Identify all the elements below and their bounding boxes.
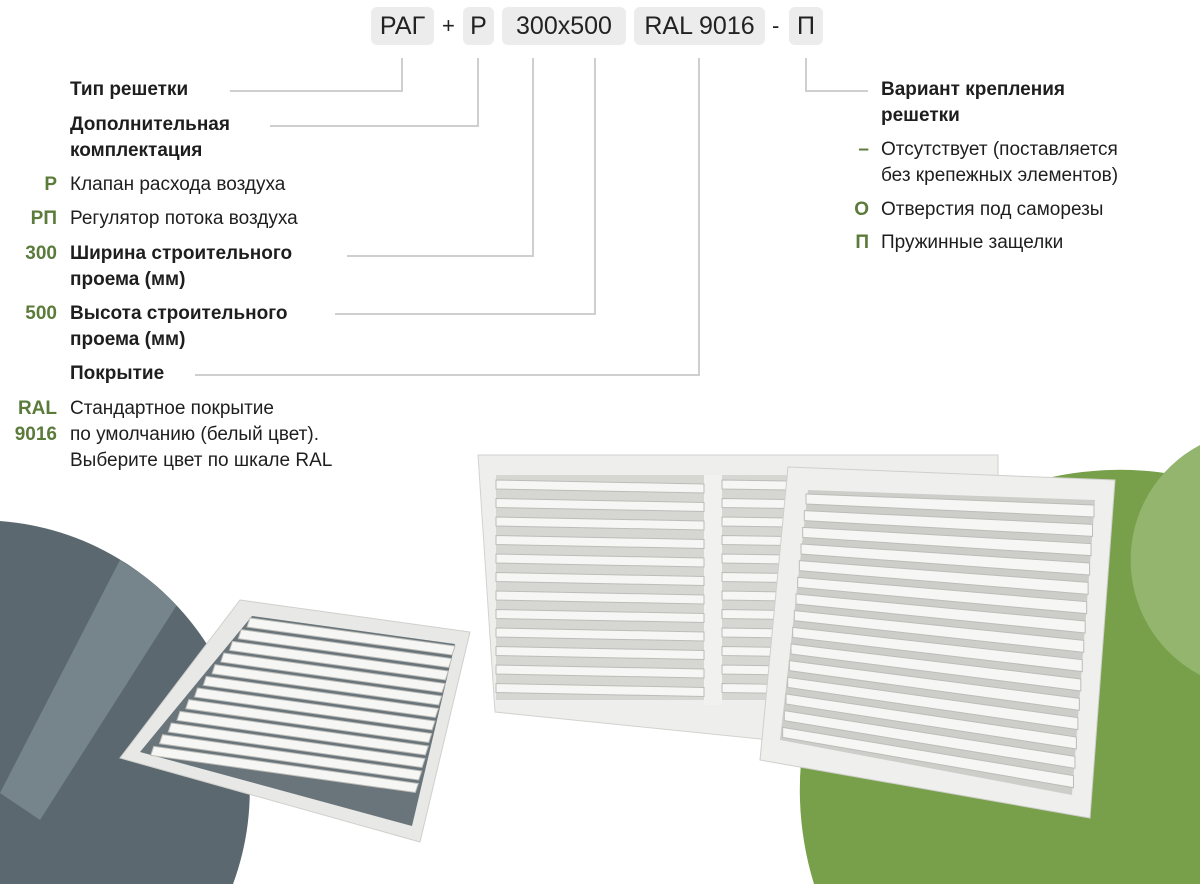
- leader-line: [698, 58, 700, 375]
- grille-slat: [176, 710, 429, 756]
- coating-text-line: по умолчанию (белый цвет).: [70, 424, 319, 445]
- leader-line: [230, 90, 403, 92]
- grille-small-image: [119, 599, 471, 843]
- grille-slat: [185, 699, 433, 744]
- mount-option-line: Отсутствует (поставляется: [881, 139, 1118, 160]
- leader-line: [401, 58, 403, 91]
- grille-slat: [785, 693, 1077, 750]
- mount-code: П: [855, 232, 869, 253]
- grille-slat: [495, 590, 705, 605]
- grille-slat: [800, 543, 1091, 576]
- grille-slat: [495, 516, 705, 531]
- grille-slat: [220, 652, 446, 694]
- coating-code-line: 9016: [14, 424, 57, 445]
- code-separator-dash: -: [772, 13, 780, 38]
- width-label-line: Ширина строительного: [70, 243, 293, 264]
- mount-title-line: решетки: [881, 105, 960, 126]
- leader-line: [347, 255, 534, 257]
- mount-code: –: [858, 139, 869, 160]
- grille-slat: [495, 497, 705, 513]
- grille-slat: [797, 576, 1088, 615]
- grille-slat: [793, 610, 1085, 653]
- grille-slat: [495, 571, 705, 587]
- grille-slat: [228, 640, 449, 681]
- code-part-type: РАГ: [371, 7, 434, 45]
- grille-slat: [202, 675, 439, 719]
- grille-slat: [495, 664, 705, 679]
- option-text: Клапан расхода воздуха: [70, 174, 286, 195]
- height-label-line: проема (мм): [70, 329, 186, 350]
- option-code: Р: [44, 174, 57, 195]
- leader-line: [270, 125, 479, 127]
- height-label: Высота строительного проема (мм): [70, 301, 288, 353]
- height-label-line: Высота строительного: [70, 303, 288, 324]
- leader-line: [477, 58, 479, 126]
- code-part-mount: П: [789, 7, 823, 45]
- extra-label-line: комплектация: [70, 140, 203, 161]
- leader-line: [805, 90, 868, 92]
- height-code: 500: [25, 303, 57, 324]
- mount-code: О: [854, 199, 869, 220]
- grille-medium-image: [759, 466, 1116, 819]
- leader-line: [805, 58, 807, 91]
- grille-slat: [167, 722, 426, 769]
- grille-slat: [805, 493, 1095, 518]
- grille-slat: [193, 687, 436, 731]
- option-text: Регулятор потока воздуха: [70, 208, 298, 229]
- width-label: Ширина строительного проема (мм): [70, 241, 292, 293]
- grille-slat: [158, 734, 423, 781]
- coating-text-line: Выберите цвет по шкале RAL: [70, 450, 333, 471]
- mount-option-line: без крепежных элементов): [881, 165, 1119, 186]
- mount-option-text: Отсутствует (поставляется без крепежных …: [881, 137, 1118, 189]
- grille-slat: [798, 560, 1089, 595]
- width-label-line: проема (мм): [70, 269, 186, 290]
- option-code: РП: [30, 208, 57, 229]
- grille-slat: [802, 526, 1092, 557]
- grille-slat: [787, 676, 1079, 731]
- leader-line: [532, 58, 534, 256]
- leader-line: [335, 313, 596, 315]
- grille-slat: [495, 645, 705, 661]
- width-code: 300: [25, 243, 57, 264]
- coating-code: RAL 9016: [15, 396, 57, 448]
- grille-slat: [792, 626, 1083, 673]
- grille-slat: [237, 629, 453, 669]
- grille-slat: [495, 682, 705, 698]
- grille-slat: [782, 726, 1074, 789]
- coating-text-line: Стандартное покрытие: [70, 398, 274, 419]
- coating-label: Покрытие: [70, 363, 165, 384]
- leader-line: [594, 58, 596, 314]
- leader-line: [195, 374, 700, 376]
- mount-option-text: Пружинные защелки: [881, 232, 1064, 253]
- extra-label-line: Дополнительная: [70, 114, 230, 135]
- grille-slat: [495, 608, 705, 624]
- coating-code-line: RAL: [17, 398, 57, 419]
- mount-option-text: Отверстия под саморезы: [881, 199, 1104, 220]
- grille-slat: [246, 617, 456, 656]
- mount-title: Вариант крепления решетки: [881, 77, 1065, 129]
- extra-label: Дополнительная комплектация: [70, 112, 230, 164]
- grille-slat: [495, 479, 705, 494]
- code-part-size: 300x500: [502, 7, 626, 45]
- grille-slat: [788, 660, 1080, 711]
- code-separator-plus: +: [442, 13, 455, 38]
- slate-circle: [0, 521, 250, 884]
- grille-slat: [783, 710, 1076, 769]
- grille-slat: [211, 664, 443, 706]
- mount-title-line: Вариант крепления: [881, 79, 1065, 100]
- grille-slat: [495, 553, 705, 568]
- grille-slat: [495, 534, 705, 550]
- code-part-extra: Р: [463, 7, 494, 45]
- grille-slat: [150, 745, 419, 794]
- grille-slat: [495, 627, 705, 642]
- grille-slat: [795, 593, 1086, 634]
- grille-slat: [803, 510, 1094, 537]
- type-label: Тип решетки: [70, 79, 189, 100]
- coating-text: Стандартное покрытие по умолчанию (белый…: [70, 396, 332, 474]
- grille-slat: [790, 643, 1082, 692]
- code-part-coating: RAL 9016: [634, 7, 765, 45]
